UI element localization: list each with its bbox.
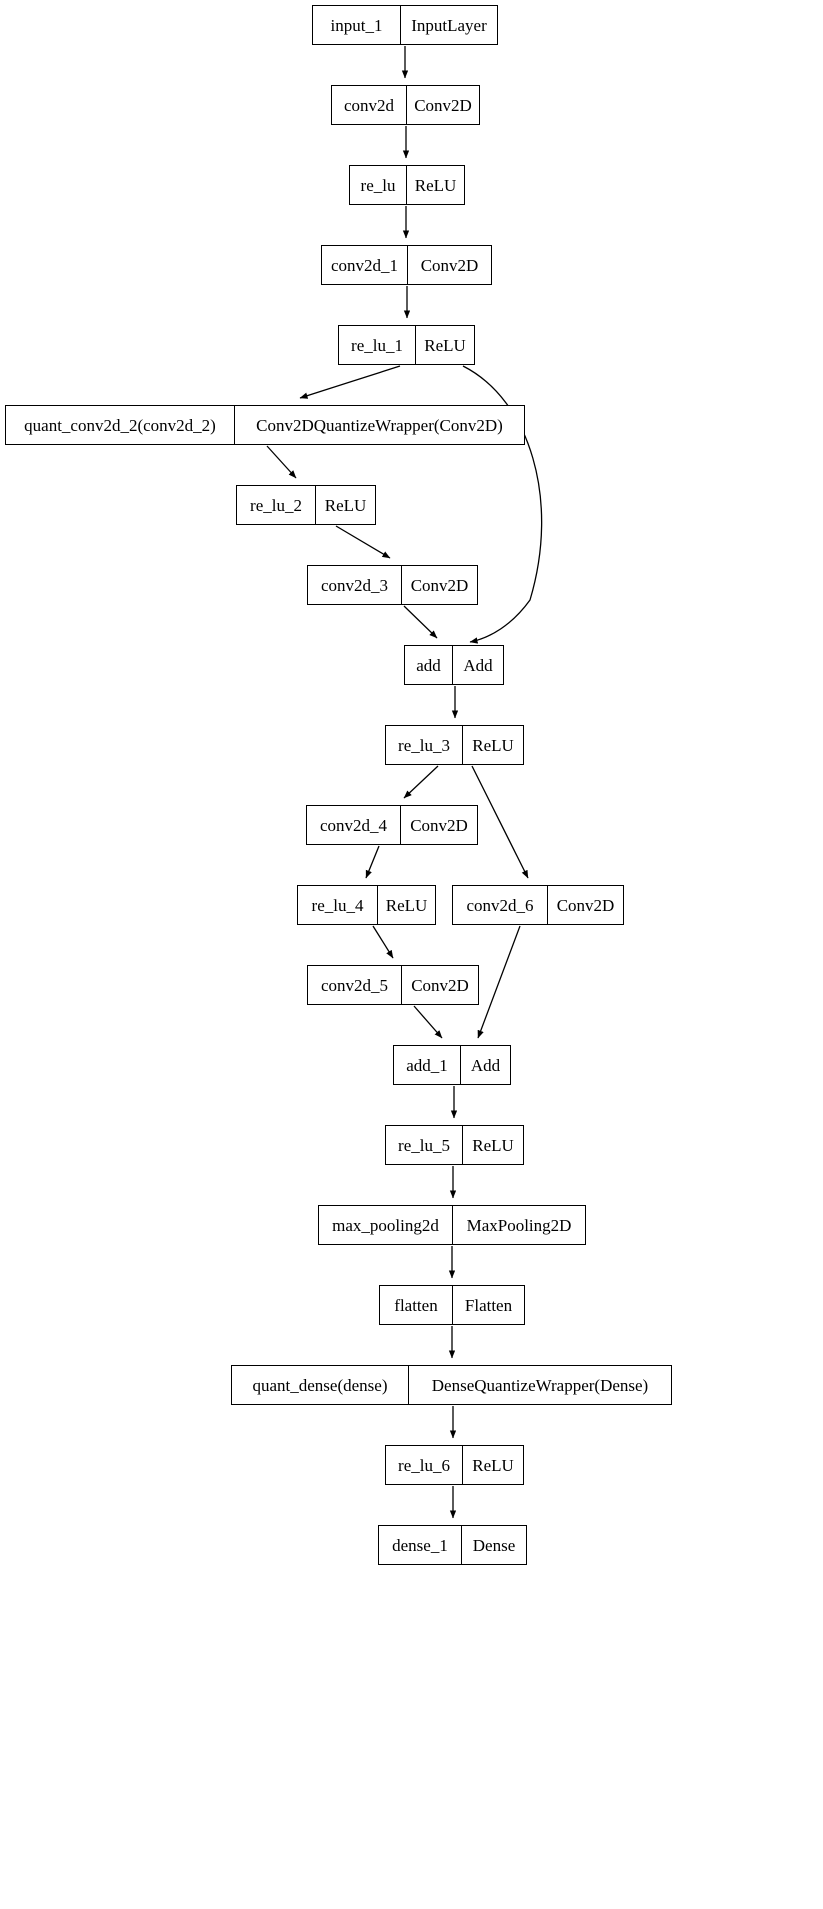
- node-type-label: DenseQuantizeWrapper(Dense): [431, 1375, 649, 1395]
- node-name-label: max_pooling2d: [319, 1206, 453, 1244]
- node-type-label: MaxPooling2D: [466, 1215, 572, 1235]
- node-re_lu_4[interactable]: re_lu_4 ReLU: [297, 885, 436, 925]
- node-conv2d[interactable]: conv2d Conv2D: [331, 85, 480, 125]
- node-type-label: Conv2D: [420, 255, 479, 275]
- node-name-label: input_1: [313, 6, 401, 44]
- node-name-label: re_lu: [350, 166, 407, 204]
- node-type-label: ReLU: [424, 335, 466, 355]
- node-dense_1[interactable]: dense_1 Dense: [378, 1525, 527, 1565]
- edge-re_lu_3-to-conv2d_6: [471, 765, 529, 879]
- edge-quant_conv2d_2-to-re_lu_2: [266, 445, 297, 479]
- edge-conv2d_4-to-re_lu_4: [365, 845, 380, 879]
- node-conv2d_6[interactable]: conv2d_6 Conv2D: [452, 885, 624, 925]
- node-name-label: conv2d_6: [453, 886, 548, 924]
- node-type-label: Conv2D: [411, 975, 469, 995]
- node-input_1[interactable]: input_1 InputLayer: [312, 5, 498, 45]
- node-type-label: Conv2D: [410, 575, 469, 595]
- node-name-label: flatten: [380, 1286, 453, 1324]
- node-re_lu_3[interactable]: re_lu_3 ReLU: [385, 725, 524, 765]
- node-name-label: conv2d_3: [308, 566, 402, 604]
- node-add_1[interactable]: add_1 Add: [393, 1045, 511, 1085]
- node-quant_conv2d_2[interactable]: quant_conv2d_2(conv2d_2) Conv2DQuantizeWr…: [5, 405, 525, 445]
- node-name-label: quant_dense(dense): [232, 1366, 409, 1404]
- node-type-label: ReLU: [385, 895, 428, 915]
- node-type-label: Conv2DQuantizeWrapper(Conv2D): [256, 415, 503, 435]
- node-name-label: conv2d_1: [322, 246, 408, 284]
- node-name-label: quant_conv2d_2(conv2d_2): [6, 406, 235, 444]
- node-max_pooling2d[interactable]: max_pooling2d MaxPooling2D: [318, 1205, 586, 1245]
- node-type-label: ReLU: [472, 735, 514, 755]
- node-type-label: Add: [470, 1055, 501, 1075]
- node-name-label: re_lu_3: [386, 726, 463, 764]
- node-name-label: re_lu_2: [237, 486, 316, 524]
- node-conv2d_1[interactable]: conv2d_1 Conv2D: [321, 245, 492, 285]
- node-conv2d_4[interactable]: conv2d_4 Conv2D: [306, 805, 478, 845]
- node-name-label: conv2d_5: [308, 966, 402, 1004]
- node-name-label: dense_1: [379, 1526, 462, 1564]
- node-type-label: Flatten: [464, 1295, 513, 1315]
- node-quant_dense[interactable]: quant_dense(dense) DenseQuantizeWrapper(D…: [231, 1365, 672, 1405]
- node-re_lu_6[interactable]: re_lu_6 ReLU: [385, 1445, 524, 1485]
- node-name-label: add_1: [394, 1046, 461, 1084]
- node-type-label: Dense: [472, 1535, 516, 1555]
- node-type-label: ReLU: [414, 175, 457, 195]
- edge-conv2d_6-to-add_1: [477, 925, 521, 1039]
- node-type-label: Conv2D: [556, 895, 615, 915]
- node-type-label: Add: [463, 655, 493, 675]
- node-type-label: InputLayer: [411, 15, 487, 35]
- node-name-label: add: [405, 646, 453, 684]
- node-add[interactable]: add Add: [404, 645, 504, 685]
- node-name-label: re_lu_1: [339, 326, 416, 364]
- node-name-label: re_lu_5: [386, 1126, 463, 1164]
- node-type-label: ReLU: [472, 1455, 514, 1475]
- node-conv2d_5[interactable]: conv2d_5 Conv2D: [307, 965, 479, 1005]
- edge-re_lu_1-to-quant_conv2d_2: [299, 365, 401, 399]
- node-type-label: ReLU: [324, 495, 367, 515]
- node-re_lu[interactable]: re_lu ReLU: [349, 165, 465, 205]
- node-type-label: Conv2D: [414, 95, 472, 115]
- node-name-label: re_lu_4: [298, 886, 378, 924]
- node-conv2d_3[interactable]: conv2d_3 Conv2D: [307, 565, 478, 605]
- node-name-label: conv2d: [332, 86, 407, 124]
- node-re_lu_2[interactable]: re_lu_2 ReLU: [236, 485, 376, 525]
- node-type-label: ReLU: [472, 1135, 514, 1155]
- edge-conv2d_5-to-add_1: [413, 1005, 443, 1039]
- edge-conv2d_3-to-add: [403, 605, 438, 639]
- node-re_lu_5[interactable]: re_lu_5 ReLU: [385, 1125, 524, 1165]
- edge-re_lu_2-to-conv2d_3: [335, 525, 391, 559]
- node-flatten[interactable]: flatten Flatten: [379, 1285, 525, 1325]
- edge-re_lu_3-to-conv2d_4: [403, 765, 439, 799]
- node-name-label: conv2d_4: [307, 806, 401, 844]
- node-re_lu_1[interactable]: re_lu_1 ReLU: [338, 325, 475, 365]
- node-name-label: re_lu_6: [386, 1446, 463, 1484]
- node-type-label: Conv2D: [410, 815, 468, 835]
- edge-re_lu_4-to-conv2d_5: [372, 925, 394, 959]
